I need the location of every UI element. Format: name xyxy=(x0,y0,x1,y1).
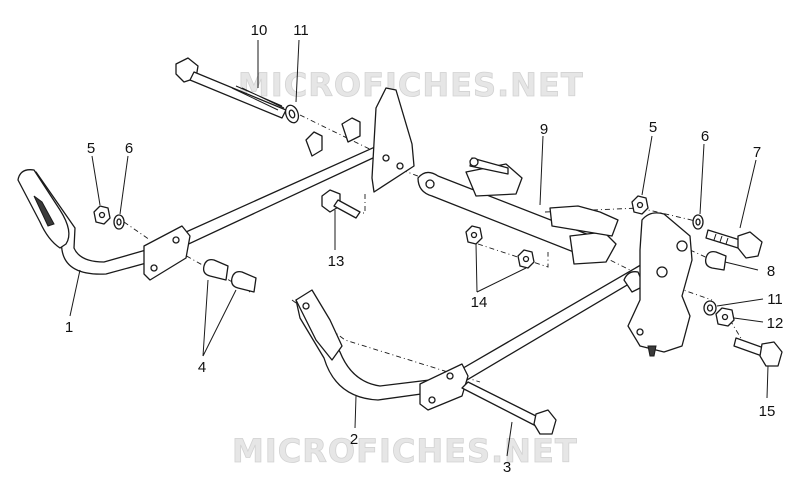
callout-5-left: 5 xyxy=(87,140,95,157)
part-5-nut-right xyxy=(631,195,649,215)
callout-4: 4 xyxy=(198,359,206,376)
part-11-washer-right xyxy=(703,300,717,316)
part-9-swing-arm xyxy=(417,157,619,265)
part-10-long-bolt xyxy=(175,57,287,119)
callout-3: 3 xyxy=(503,459,511,476)
part-1-left-frame-tube xyxy=(17,117,391,281)
part-14-nuts xyxy=(465,225,535,269)
part-7-bolt xyxy=(705,229,763,259)
part-3-bolt xyxy=(461,381,557,435)
upper-mounting-plate xyxy=(371,87,415,193)
callout-1: 1 xyxy=(65,319,73,336)
part-11-washer-upper xyxy=(284,104,300,124)
callout-15: 15 xyxy=(759,403,776,420)
callout-7: 7 xyxy=(753,144,761,161)
callouts: 10 11 9 5 6 5 6 7 13 8 14 11 12 1 4 15 2… xyxy=(65,22,784,476)
callout-12: 12 xyxy=(767,315,784,332)
part-12-nut xyxy=(715,307,735,327)
callout-8: 8 xyxy=(767,263,775,280)
leader-lines xyxy=(69,39,769,457)
right-pivot-bracket xyxy=(627,212,693,357)
callout-2: 2 xyxy=(350,431,358,448)
callout-6-right: 6 xyxy=(701,128,709,145)
callout-14: 14 xyxy=(471,294,488,311)
part-15-bolt xyxy=(733,337,783,367)
part-5-nut-left xyxy=(93,205,111,225)
callout-6-left: 6 xyxy=(125,140,133,157)
callout-11-right: 11 xyxy=(767,291,783,308)
part-2-right-frame-tube xyxy=(295,247,677,411)
part-6-washer-left xyxy=(113,214,125,230)
callout-10: 10 xyxy=(251,22,268,39)
callout-9: 9 xyxy=(540,121,548,138)
callout-11-upper: 11 xyxy=(293,22,309,39)
watermark-bottom: MICROFICHES.NET xyxy=(232,432,578,470)
part-8-spacer xyxy=(704,250,727,271)
part-13-bolt xyxy=(321,189,361,219)
part-6-washer-right xyxy=(692,214,704,230)
callout-5-right: 5 xyxy=(649,119,657,136)
callout-13: 13 xyxy=(328,253,345,270)
part-4-spacers xyxy=(202,258,257,293)
watermark-top: MICROFICHES.NET xyxy=(238,66,584,104)
